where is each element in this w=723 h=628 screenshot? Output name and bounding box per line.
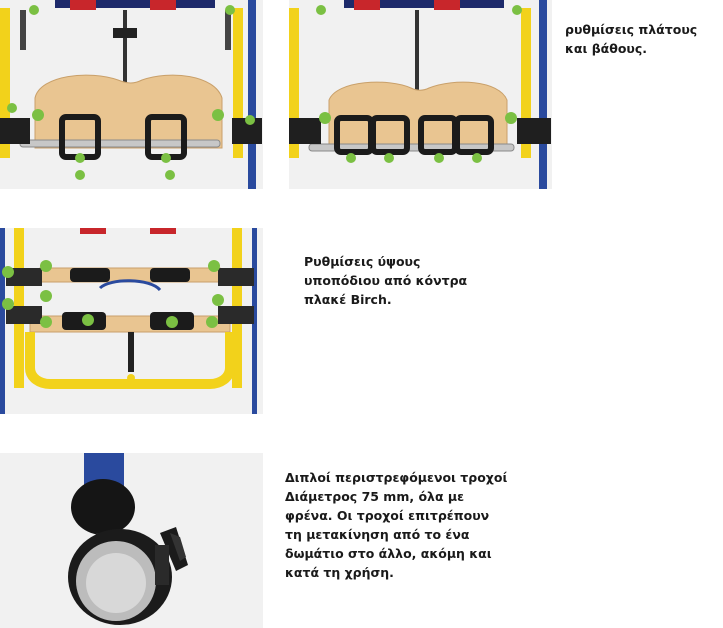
width-depth-caption: ρυθμίσεις πλάτους και βάθους. [565, 22, 698, 56]
casters-caption: Διπλοί περιστρεφόμενοι τροχοί Διάμετρος … [285, 470, 508, 580]
footrest-photo-narrow [0, 0, 263, 189]
footrest-photo-wide [289, 0, 552, 189]
caster-wheel-photo [0, 453, 263, 628]
footrest-height-caption: Ρυθμίσεις ύψους υποπόδιου από κόντρα πλα… [304, 254, 468, 307]
footrest-height-photo [0, 228, 263, 414]
